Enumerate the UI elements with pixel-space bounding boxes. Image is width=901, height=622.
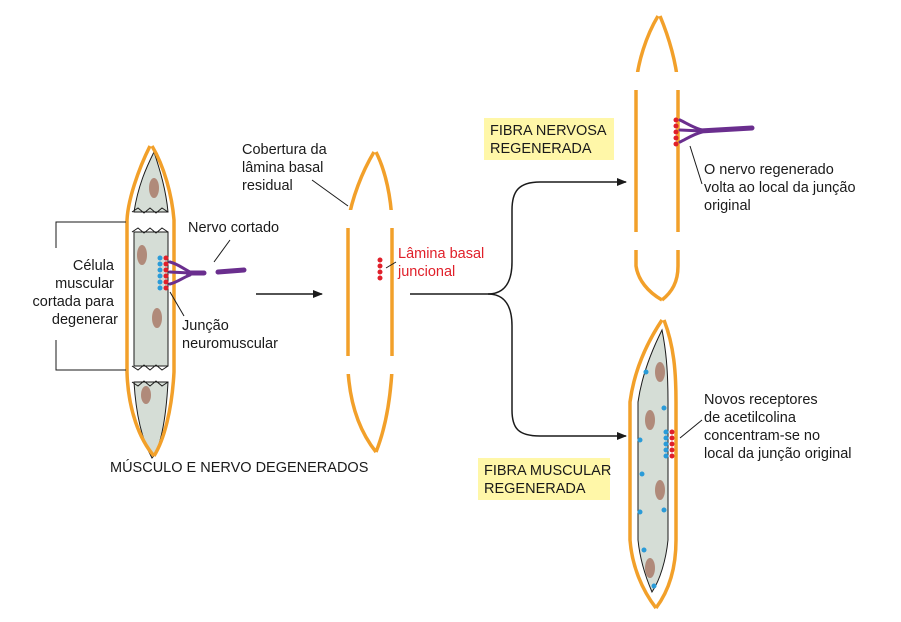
cut-edge-bottom-lower [131, 380, 169, 387]
regenerated-nerve-terminal [678, 118, 755, 144]
nerve-returns-leader [689, 145, 703, 185]
bracket-line [55, 221, 126, 371]
junctional-lamina-leader [385, 261, 397, 269]
nerve-returns-label: O nervo regenerado volta ao local da jun… [704, 162, 860, 214]
basal-lamina-right [150, 145, 176, 457]
junctional-lamina-dots [163, 255, 169, 291]
residual-sheath-label: Cobertura da lâmina basal residual [242, 142, 331, 194]
cut-edge-top [131, 207, 169, 214]
cut-nerve-label: Nervo cortado [188, 220, 279, 236]
muscle-fiber-title: FIBRA MUSCULAR REGENERADA [484, 463, 615, 497]
regenerated-muscle-panel [628, 319, 678, 610]
junction-label: Junção neuromuscular [182, 318, 278, 352]
basal-lamina-left [125, 145, 156, 458]
cut-edge-bottom [131, 364, 169, 371]
residual-sheath-leader [311, 179, 349, 207]
cut-nerve-leader [213, 239, 231, 263]
new-receptors-label: Novos receptores de acetilcolina concent… [704, 392, 852, 462]
junction-leader [169, 291, 185, 317]
junctional-lamina-dots [673, 117, 679, 147]
residual-basal-lamina [344, 151, 396, 454]
nucleus [655, 480, 665, 500]
nucleus [137, 245, 147, 265]
muscle-fiber-highlight [478, 458, 610, 500]
nucleus [655, 362, 665, 382]
nucleus [152, 308, 162, 328]
new-receptors-leader [679, 419, 703, 439]
original-muscle-cell [125, 145, 247, 459]
concentrated-receptors [663, 429, 669, 459]
nucleus [645, 410, 655, 430]
branch-arrow [410, 178, 627, 440]
nucleus [141, 386, 151, 404]
junctional-lamina-dots [377, 257, 383, 281]
muscle-cell-label: Célula muscular cortada para degenerar [33, 258, 119, 328]
acetylcholine-receptors [157, 255, 163, 291]
scattered-receptors [637, 369, 667, 589]
muscle-cell-bottom-fragment [133, 381, 169, 459]
cut-edge-top-lower [131, 227, 169, 234]
degenerated-caption: MÚSCULO E NERVO DEGENERADOS [110, 459, 368, 476]
junctional-lamina-dots [669, 429, 675, 459]
nucleus [645, 558, 655, 578]
nerve-fiber-title: FIBRA NERVOSA REGENERADA [490, 123, 610, 157]
nerve-terminal [168, 260, 247, 286]
regenerated-cytoplasm [637, 328, 669, 594]
regenerated-nerve-panel [632, 15, 755, 302]
junctional-lamina-label: Lâmina basal juncional [397, 246, 488, 280]
nucleus [149, 178, 159, 198]
nerve-fiber-highlight [484, 118, 614, 160]
